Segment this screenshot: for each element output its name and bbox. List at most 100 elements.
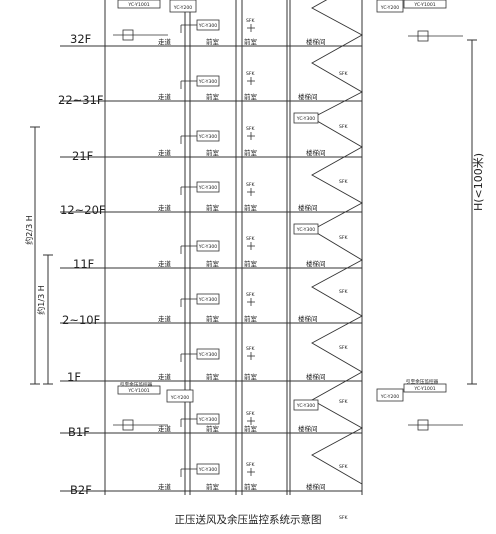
stair-y300-box-2 (293, 399, 319, 411)
y300-label-7: YC-Y300 (198, 417, 218, 423)
room-front2-8: 前室 (244, 482, 258, 491)
room-front2-0: 前室 (244, 37, 258, 46)
room-stair-7: 楼梯间 (298, 424, 318, 433)
room-front2-1: 前室 (244, 92, 258, 101)
y300-label-3: YC-Y300 (198, 185, 218, 191)
room-stair-4: 楼梯间 (306, 259, 326, 268)
panel-label-3: YC-Y1001 (413, 386, 435, 392)
room-corridor-8: 走道 (158, 482, 172, 491)
room-front-8: 前室 (206, 482, 220, 491)
y200-label-1: YC-Y200 (380, 5, 400, 11)
room-stair-8: 楼梯间 (306, 482, 326, 491)
sfk-stair-label-3: SFK (339, 235, 349, 241)
dim-text-one-third: 约1/3 H (36, 285, 46, 314)
sfk-label-3: SFK (246, 182, 256, 188)
y300-label-0: YC-Y300 (198, 23, 218, 29)
sfk-stair-label-4: SFK (339, 289, 349, 295)
panel-box-2 (117, 385, 161, 395)
sfk-stair-label-0: SFK (339, 71, 349, 77)
room-front-2: 前室 (206, 148, 220, 157)
room-front2-7: 前室 (244, 424, 258, 433)
panel-box-1 (403, 0, 447, 9)
room-front2-6: 前室 (244, 372, 258, 381)
room-corridor-0: 走道 (158, 37, 172, 46)
sfk-label-6: SFK (246, 346, 256, 352)
sfk-label-2: SFK (246, 126, 256, 132)
room-corridor-3: 走道 (158, 203, 172, 212)
room-corridor-6: 走道 (158, 372, 172, 381)
floor-label-7: B1F (68, 425, 90, 439)
panel-box-0 (117, 0, 161, 9)
y200-box-0 (169, 0, 197, 13)
y200-box-2 (166, 389, 194, 403)
stair-y300-label-0: YC-Y300 (296, 116, 316, 122)
y300-label-1: YC-Y300 (198, 79, 218, 85)
room-stair-2: 楼梯间 (306, 148, 326, 157)
sfk-label-1: SFK (246, 71, 256, 77)
room-stair-6: 楼梯间 (306, 372, 326, 381)
panel-title-left: 引至余压监控器 (120, 381, 153, 388)
controllers-layer (113, 0, 463, 477)
room-corridor-2: 走道 (158, 148, 172, 157)
sfk-label-7: SFK (246, 411, 256, 417)
room-stair-0: 楼梯间 (306, 37, 326, 46)
floor-label-4: 11F (73, 257, 94, 271)
room-front2-4: 前室 (244, 259, 258, 268)
sfk-stair-label-2: SFK (339, 179, 349, 185)
building-structure (30, 0, 477, 495)
y200-label-3: YC-Y200 (380, 394, 400, 400)
sfk-stair-label-5: SFK (339, 345, 349, 351)
stair-y300-box-0 (293, 112, 319, 124)
room-stair-5: 楼梯间 (298, 314, 318, 323)
room-front2-2: 前室 (244, 148, 258, 157)
sfk-label-0: SFK (246, 18, 256, 24)
room-front-3: 前室 (206, 203, 220, 212)
panel-label-0: YC-Y1001 (127, 2, 149, 8)
dim-text-two-thirds: 约2/3 H (24, 215, 34, 244)
y200-box-1 (376, 0, 404, 13)
room-front-0: 前室 (206, 37, 220, 46)
floor-label-2: 21F (72, 149, 93, 163)
y200-box-3 (376, 388, 404, 402)
room-corridor-1: 走道 (158, 92, 172, 101)
stair-zigzag-path (311, 0, 363, 485)
floor-label-0: 32F (70, 32, 91, 46)
sfk-label-4: SFK (246, 236, 256, 242)
y300-label-4: YC-Y300 (198, 244, 218, 250)
room-front2-5: 前室 (244, 314, 258, 323)
panel-box-3 (403, 383, 447, 393)
floor-label-1: 22~31F (58, 93, 104, 107)
y300-label-2: YC-Y300 (198, 134, 218, 140)
y300-label-5: YC-Y300 (198, 297, 218, 303)
sfk-stair-label-8: SFK (339, 515, 349, 521)
room-corridor-7: 走道 (158, 424, 172, 433)
sfk-stair-label-7: SFK (339, 464, 349, 470)
room-front-4: 前室 (206, 259, 220, 268)
floor-label-8: B2F (70, 483, 92, 497)
room-front-5: 前室 (206, 314, 220, 323)
room-front-1: 前室 (206, 92, 220, 101)
stair-y300-label-1: YC-Y300 (296, 227, 316, 233)
floor-label-6: 1F (67, 370, 81, 384)
sfk-label-5: SFK (246, 292, 256, 298)
panel-title-right: 引至余压监控器 (406, 378, 439, 385)
panel-label-1: YC-Y1001 (413, 2, 435, 8)
y300-label-6: YC-Y300 (198, 352, 218, 358)
room-corridor-4: 走道 (158, 259, 172, 268)
room-front2-3: 前室 (244, 203, 258, 212)
dim-text-height: H(<100米) (472, 153, 485, 211)
sfk-label-8: SFK (246, 462, 256, 468)
y300-label-8: YC-Y300 (198, 467, 218, 473)
room-stair-1: 楼梯间 (298, 92, 318, 101)
room-front-7: 前室 (206, 424, 220, 433)
diagram-caption: 正压送风及余压监控系统示意图 (174, 514, 322, 526)
room-front-6: 前室 (206, 372, 220, 381)
panel-label-2: YC-Y1001 (127, 388, 149, 394)
y200-label-2: YC-Y200 (170, 395, 190, 401)
room-corridor-5: 走道 (158, 314, 172, 323)
room-stair-3: 楼梯间 (298, 203, 318, 212)
stair-y300-label-2: YC-Y300 (296, 403, 316, 409)
floor-label-5: 2~10F (62, 313, 100, 327)
